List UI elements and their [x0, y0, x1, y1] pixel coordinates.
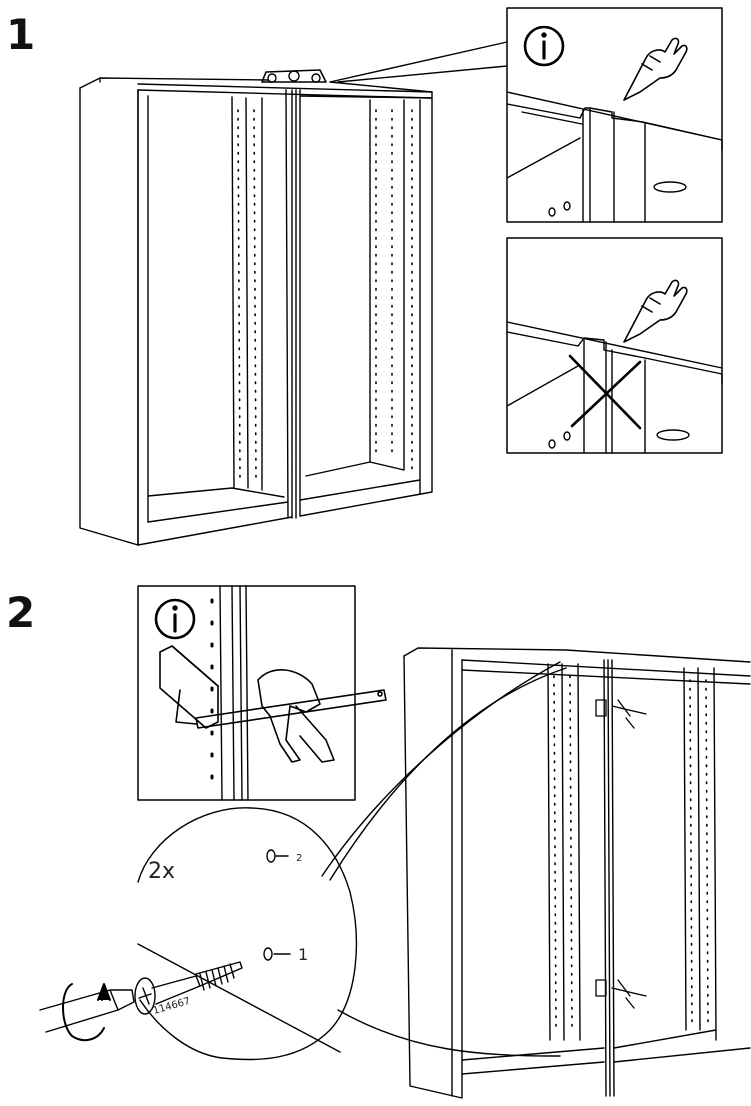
info-icon	[523, 25, 565, 67]
clamp-icon	[159, 645, 387, 763]
hole-icon	[266, 849, 276, 863]
step-1-number: 1	[6, 10, 36, 59]
hole-1-label: 1	[298, 945, 308, 964]
cross-mark-icon	[568, 354, 642, 430]
info-icon	[154, 598, 196, 640]
hole-2-label: 2	[296, 853, 302, 864]
screwdriver-icon	[39, 989, 135, 1033]
clamp-icon	[595, 699, 647, 1009]
step2-wardrobe	[403, 647, 751, 1099]
step-2-number: 2	[6, 588, 36, 637]
quantity-label: 2x	[148, 859, 175, 884]
step1-wardrobe	[79, 41, 508, 546]
detail-clamp-panel	[137, 585, 387, 801]
screw-detail-circle	[39, 661, 567, 1061]
detail-wrong-panel	[506, 237, 723, 454]
screw-part-number: 114667	[152, 996, 192, 1017]
screw-icon	[134, 961, 243, 1015]
hole-icon	[263, 947, 273, 961]
pointing-hand-icon	[623, 279, 688, 343]
detail-correct-panel	[506, 7, 723, 223]
pointing-hand-icon	[623, 37, 688, 101]
rotate-clockwise-icon	[62, 983, 111, 1042]
